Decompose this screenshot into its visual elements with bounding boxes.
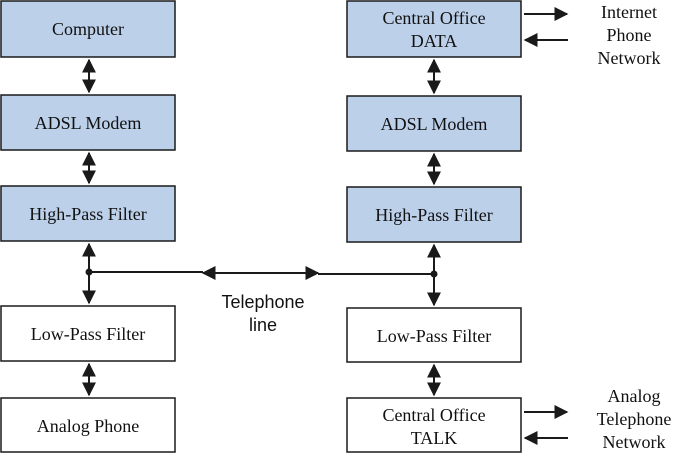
co-data-line1: Central Office [382, 8, 485, 28]
analog-phone-box: Analog Phone [0, 397, 176, 453]
telephone-line-label-1: Telephone [221, 292, 304, 312]
right-low-pass-filter-box: Low-Pass Filter [346, 307, 522, 363]
right-low-pass-filter-label: Low-Pass Filter [377, 326, 492, 346]
analog-label-1: Analog [608, 386, 661, 406]
internet-label-3: Network [598, 48, 661, 68]
right-high-pass-filter-box: High-Pass Filter [346, 186, 522, 243]
co-talk-line2: TALK [411, 428, 458, 448]
left-low-pass-filter-label: Low-Pass Filter [31, 324, 146, 344]
right-adsl-modem-label: ADSL Modem [381, 114, 488, 134]
left-adsl-modem-box: ADSL Modem [0, 94, 176, 151]
left-adsl-modem-label: ADSL Modem [35, 113, 142, 133]
left-high-pass-filter-box: High-Pass Filter [0, 185, 176, 242]
left-high-pass-filter-label: High-Pass Filter [29, 204, 147, 224]
central-office-data-box: Central Office DATA [346, 0, 522, 58]
analog-phone-label: Analog Phone [37, 416, 140, 436]
co-talk-line1: Central Office [382, 405, 485, 425]
internet-label-2: Phone [607, 25, 652, 45]
co-data-line2: DATA [411, 31, 458, 51]
analog-label-2: Telephone [597, 409, 672, 429]
right-high-pass-filter-label: High-Pass Filter [375, 205, 493, 225]
telephone-line-label-2: line [249, 315, 277, 335]
left-low-pass-filter-box: Low-Pass Filter [0, 305, 176, 362]
right-adsl-modem-box: ADSL Modem [346, 95, 522, 152]
analog-label-3: Network [603, 432, 666, 452]
computer-label: Computer [52, 19, 124, 39]
computer-box: Computer [0, 0, 176, 58]
central-office-talk-box: Central Office TALK [346, 397, 522, 453]
internet-label-1: Internet [601, 2, 657, 22]
